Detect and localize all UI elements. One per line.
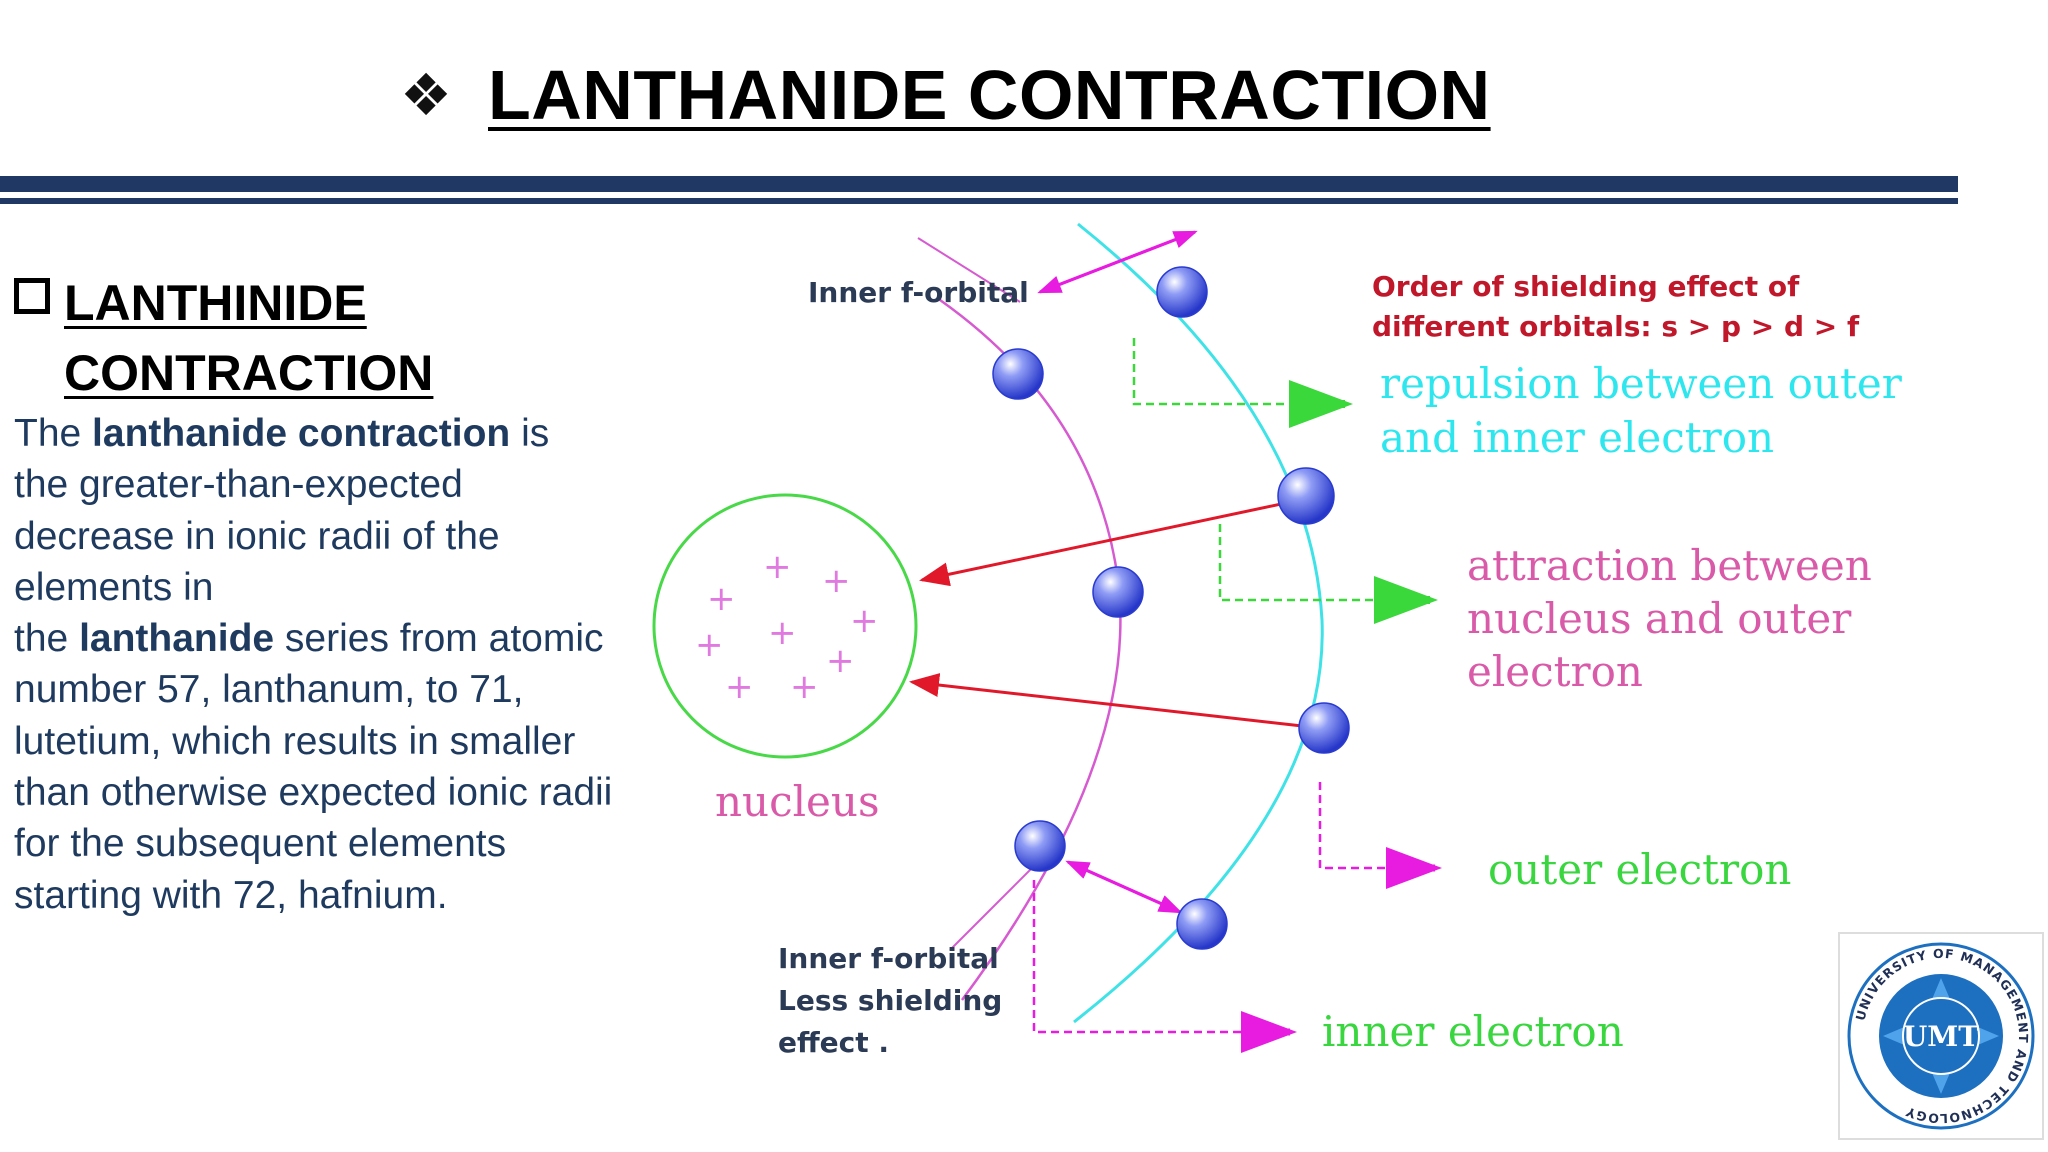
plus-9: + [790, 667, 819, 707]
section-heading: LANTHINIDE CONTRACTION [14, 268, 614, 408]
plus-8: + [725, 667, 754, 707]
nucleus-circle [652, 493, 918, 759]
outer-electron-callout [1318, 782, 1430, 870]
label-inner-f-orbital-top: Inner f-orbital [808, 276, 1029, 309]
p1-rest: is the greater-than-expected decrease in… [14, 412, 550, 609]
nucleus-charges: + + + + + + + + + [695, 547, 879, 707]
label-inner-bottom-line-2: Less shielding [778, 984, 1002, 1017]
inner-orbit [939, 298, 1122, 1001]
umt-logo: UNIVERSITY OF MANAGEMENT AND TECHNOLOGY … [1838, 932, 2044, 1140]
repulsion-arrow-bottom-b [1065, 860, 1181, 914]
attraction-arrow-1 [919, 498, 1301, 587]
title-rule-thin [0, 198, 1958, 204]
label-attraction-line-1: attraction between [1467, 541, 1872, 590]
electron-outer-top [1156, 266, 1208, 318]
label-outer-electron: outer electron [1488, 845, 1791, 894]
p1-bold: lanthanide contraction [92, 412, 511, 455]
title-rule-thick [0, 176, 1958, 192]
electron-outer-3 [1298, 702, 1350, 754]
label-repulsion-line-1: repulsion between outer [1380, 359, 1903, 408]
plus-1: + [763, 547, 792, 587]
label-inner-bottom-line-1: Inner f-orbital [778, 942, 999, 975]
heading-line-2: CONTRACTION [64, 345, 434, 401]
section-heading-text: LANTHINIDE CONTRACTION [64, 268, 433, 408]
inner-f-leader-bottom [949, 859, 1041, 951]
label-inner-bottom-line-3: effect . [778, 1026, 889, 1059]
outer-orbit [1073, 222, 1324, 1024]
electron-outer-2 [1277, 467, 1335, 525]
inner-f-leader-top [917, 237, 1021, 303]
plus-2: + [822, 561, 851, 601]
label-order-line-1: Order of shielding effect of [1372, 270, 1800, 303]
plus-5: + [768, 613, 797, 653]
plus-7: + [826, 641, 855, 681]
label-repulsion-line-2: and inner electron [1380, 413, 1774, 462]
p2-lead: the [14, 617, 80, 661]
p2-rest: series from atomic number 57, lanthanum,… [14, 617, 613, 917]
repulsion-callout [1132, 338, 1340, 406]
electron-inner-bottom [1014, 820, 1066, 872]
title-text: LANTHANIDE CONTRACTION [488, 56, 1491, 134]
umt-seal-icon: UNIVERSITY OF MANAGEMENT AND TECHNOLOGY … [1847, 942, 2035, 1130]
title-bullet-icon: ❖ [400, 61, 452, 129]
label-inner-electron: inner electron [1322, 1007, 1624, 1056]
electron-inner-mid [1092, 566, 1144, 618]
label-order-line-2: different orbitals: s > p > d > f [1372, 310, 1860, 343]
repulsion-arrow-top-b [1037, 230, 1196, 294]
definition-paragraph: The lanthanide contraction is the greate… [14, 408, 614, 921]
heading-line-1: LANTHINIDE [64, 275, 367, 331]
p1-lead: The [14, 412, 93, 455]
logo-initials: UMT [1903, 1020, 1979, 1053]
inner-electron-callout [1032, 880, 1280, 1034]
slide-title: ❖ LANTHANIDE CONTRACTION [400, 55, 1491, 135]
plus-3: + [707, 579, 736, 619]
attraction-callout [1218, 524, 1425, 602]
checkbox-bullet-icon [14, 278, 50, 314]
label-attraction-line-3: electron [1467, 647, 1643, 696]
attraction-arrow-2 [909, 673, 1321, 730]
label-nucleus: nucleus [715, 777, 880, 826]
electron-outer-bottom [1176, 898, 1228, 950]
shielding-diagram: + + + + + + + + + Inner f-orbital Order … [652, 222, 1903, 1059]
definition-panel: LANTHINIDE CONTRACTION The lanthanide co… [14, 268, 614, 921]
electron-inner-top [992, 348, 1044, 400]
label-attraction-line-2: nucleus and outer [1467, 594, 1852, 643]
plus-6: + [695, 625, 724, 665]
plus-4: + [850, 601, 879, 641]
p2-bold: lanthanide [79, 617, 275, 661]
